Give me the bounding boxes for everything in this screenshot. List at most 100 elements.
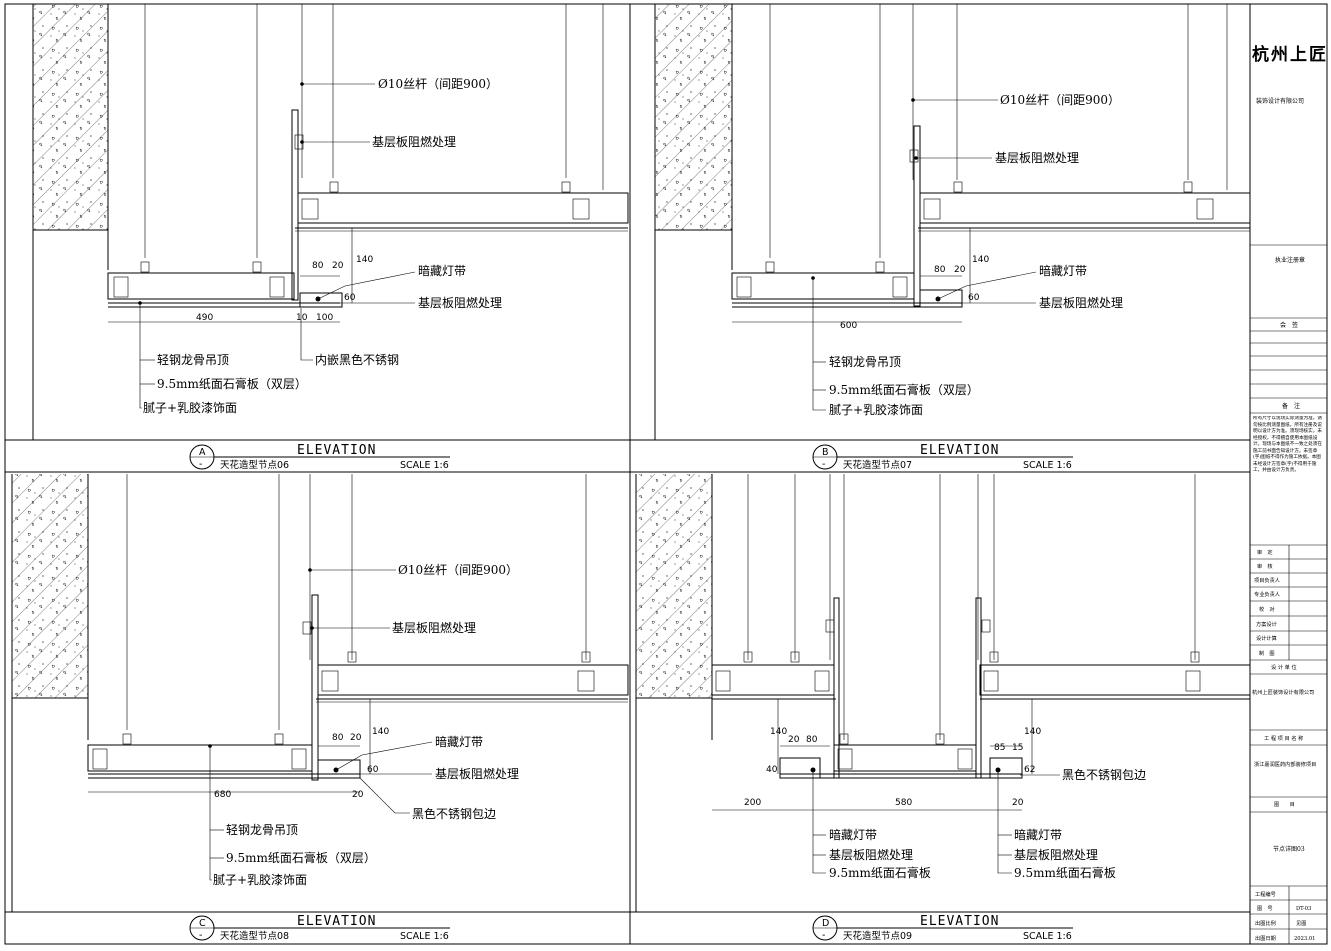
row-label: 方案设计 <box>1256 620 1277 628</box>
panel-heading: ELEVATION <box>297 443 376 458</box>
label-fire-board-lower: 基层板阻燃处理 <box>435 766 519 781</box>
panel-heading: ELEVATION <box>920 914 999 929</box>
company-subtitle: 装饰设计有限公司 <box>1256 97 1304 105</box>
row-label: 审 核 <box>1257 562 1273 570</box>
label-hidden-light: 暗藏灯带 <box>435 734 483 749</box>
label-paint: 腻子+乳胶漆饰面 <box>829 402 923 417</box>
dim-label: 62 <box>1024 765 1035 775</box>
panel-heading: ELEVATION <box>920 443 999 458</box>
bottom-key: 图 号 <box>1257 905 1273 912</box>
panel-dash: - <box>199 930 202 941</box>
unit-name: 杭州上匠装饰设计有限公司 <box>1252 688 1314 696</box>
dim-label: 20 <box>350 733 362 743</box>
label-board: 9.5mm纸面石膏板（双层） <box>829 382 979 397</box>
dim-label: 60 <box>367 765 379 775</box>
label-fire-board-lower: 基层板阻燃处理 <box>418 295 502 310</box>
label-stainless: 内嵌黑色不锈钢 <box>315 353 399 367</box>
panel-letter: C <box>199 918 206 929</box>
label-fire-board-upper: 基层板阻燃处理 <box>372 134 456 149</box>
panel-title: 天花造型节点09 <box>843 930 912 942</box>
label-stainless: 黑色不锈钢包边 <box>412 807 496 821</box>
drawing-label: 图 目 <box>1274 801 1295 808</box>
dim-label: 40 <box>766 765 778 775</box>
dim-label: 60 <box>344 293 356 303</box>
dim-label: 200 <box>744 798 761 808</box>
label-fire-board-lower: 基层板阻燃处理 <box>1039 295 1123 310</box>
label-board-right: 9.5mm纸面石膏板 <box>1014 865 1116 880</box>
dim-label: 140 <box>356 255 373 265</box>
dim-label: 490 <box>196 313 213 323</box>
note-text: 所有尺寸以现场实际测量为准，请勿按比例测量图纸。所有注册及说明以设计方为准。须现… <box>1253 416 1322 473</box>
panel-scale: SCALE 1:6 <box>1023 931 1072 942</box>
panel-c: Ø10丝杆（间距900） 基层板阻燃处理 暗藏灯带 基层板阻燃处理 黑色不锈钢包… <box>5 474 630 942</box>
dim-label: 140 <box>1024 727 1041 737</box>
panel-heading: ELEVATION <box>297 914 376 929</box>
panel-d: 黑色不锈钢包边 暗藏灯带 基层板阻燃处理 9.5mm纸面石膏板 暗藏灯带 基层板… <box>630 474 1251 942</box>
dim-label: 20 <box>788 735 800 745</box>
dim-label: 60 <box>968 293 980 303</box>
project-label: 工 程 项 目 名 称 <box>1264 734 1303 742</box>
label-keel: 轻钢龙骨吊顶 <box>157 353 229 367</box>
label-fire-board-right: 基层板阻燃处理 <box>1014 847 1098 862</box>
panel-letter: D <box>822 918 829 929</box>
panel-scale: SCALE 1:6 <box>400 460 449 471</box>
dim-label: 80 <box>332 733 344 743</box>
bottom-key: 出图比例 <box>1255 919 1276 927</box>
panel-letter: A <box>199 447 206 458</box>
row-label: 校 对 <box>1259 605 1275 613</box>
dim-label: 20 <box>1012 798 1024 808</box>
panel-dash: - <box>822 930 825 941</box>
bottom-value: 见图 <box>1296 920 1306 927</box>
dim-label: 680 <box>214 790 231 800</box>
row-label: 设计计算 <box>1256 634 1277 642</box>
panel-dash: - <box>199 459 202 470</box>
panel-scale: SCALE 1:6 <box>1023 460 1072 471</box>
title-block: 杭州上匠 装饰设计有限公司 执业注册章 会 签 备 注 所有尺寸以现场实际测量为… <box>1250 44 1328 944</box>
dim-label: 80 <box>806 735 818 745</box>
label-hidden-light: 暗藏灯带 <box>418 263 466 278</box>
note-text-box: 所有尺寸以现场实际测量为准，请勿按比例测量图纸。所有注册及说明以设计方为准。须现… <box>1253 416 1322 473</box>
panel-title: 天花造型节点07 <box>843 459 912 471</box>
label-fire-board-left: 基层板阻燃处理 <box>829 847 913 862</box>
dim-label: 580 <box>895 798 912 808</box>
row-label: 专业负责人 <box>1254 590 1280 598</box>
label-keel: 轻钢龙骨吊顶 <box>226 823 298 837</box>
row-label: 制 图 <box>1259 649 1275 657</box>
dim-label: 15 <box>1012 743 1023 753</box>
dim-label: 600 <box>840 321 857 331</box>
label-rod: Ø10丝杆（间距900） <box>378 77 498 91</box>
dim-label: 80 <box>934 265 946 275</box>
row-label: 审 定 <box>1257 548 1273 556</box>
label-fire-board-upper: 基层板阻燃处理 <box>995 150 1079 165</box>
project-name: 浙江嘉润医药内部装修项目 <box>1254 760 1316 768</box>
dim-label: 10 <box>296 313 308 323</box>
dim-label: 140 <box>972 255 989 265</box>
label-stainless: 黑色不锈钢包边 <box>1062 768 1146 782</box>
company-logo: 杭州上匠 <box>1252 44 1328 65</box>
panel-dash: - <box>822 459 825 470</box>
label-board-left: 9.5mm纸面石膏板 <box>829 865 931 880</box>
label-hidden-light: 暗藏灯带 <box>1039 263 1087 278</box>
dim-label: 20 <box>352 790 364 800</box>
panel-scale: SCALE 1:6 <box>400 931 449 942</box>
panel-title: 天花造型节点08 <box>220 930 289 942</box>
label-board: 9.5mm纸面石膏板（双层） <box>157 376 307 391</box>
row-label: 项目负责人 <box>1254 576 1280 584</box>
label-hidden-light-left: 暗藏灯带 <box>829 827 877 842</box>
label-board: 9.5mm纸面石膏板（双层） <box>226 850 376 865</box>
bottom-key: 工程编号 <box>1255 890 1276 898</box>
dim-label: 140 <box>770 727 787 737</box>
stamp-label: 执业注册章 <box>1275 256 1305 264</box>
panel-a: Ø10丝杆（间距900） 基层板阻燃处理 暗藏灯带 基层板阻燃处理 内嵌黑色不锈… <box>5 4 630 471</box>
panel-title: 天花造型节点06 <box>220 459 289 471</box>
unit-label: 设 计 单 位 <box>1271 663 1297 671</box>
note-label: 备 注 <box>1282 402 1300 410</box>
panel-b: Ø10丝杆（间距900） 基层板阻燃处理 暗藏灯带 基层板阻燃处理 轻钢龙骨吊顶… <box>630 4 1251 471</box>
label-hidden-light-right: 暗藏灯带 <box>1014 827 1062 842</box>
panel-letter: B <box>822 447 829 458</box>
dim-label: 85 <box>994 743 1005 753</box>
dim-label: 140 <box>372 727 389 737</box>
dim-label: 20 <box>332 261 344 271</box>
bottom-key: 出图日期 <box>1255 934 1276 942</box>
